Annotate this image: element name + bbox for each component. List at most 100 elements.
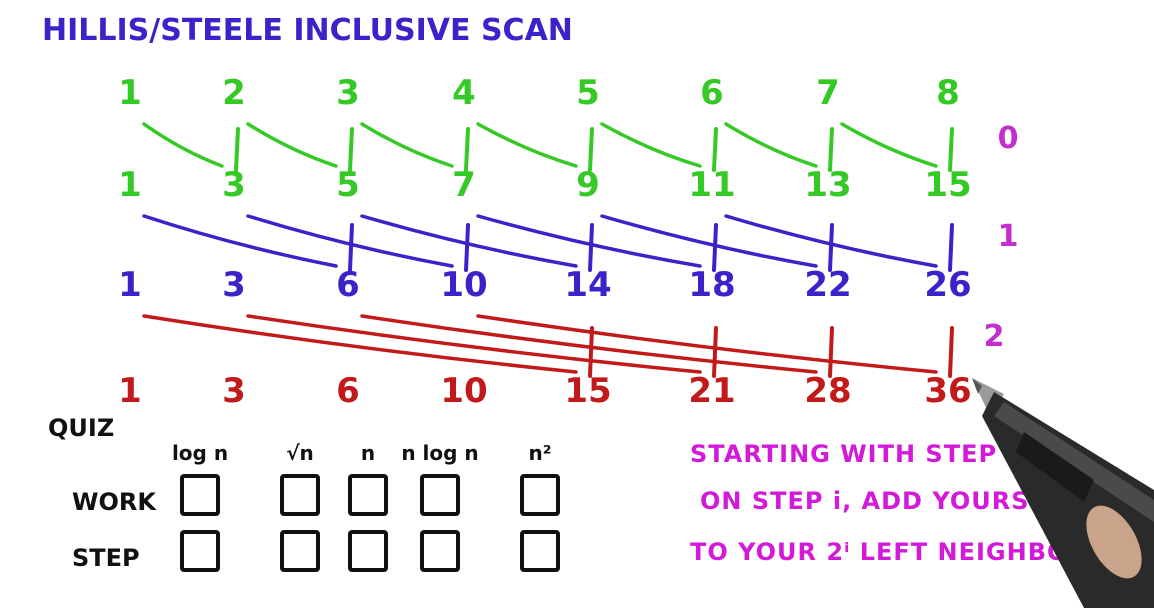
- scan-value-after-step-1-3: 10: [440, 265, 487, 305]
- scan-value-input-6: 7: [816, 73, 840, 113]
- note-line-1: STARTING WITH STEP 0:: [690, 440, 1035, 468]
- add-stroke-step-0-2-to-3: [360, 122, 454, 168]
- receive-tick-step-1-6: [828, 223, 834, 272]
- add-stroke-step-1-3-to-5: [476, 214, 702, 268]
- add-stroke-step-2-2-to-6: [360, 314, 818, 374]
- receive-tick-step-1-2: [348, 223, 354, 272]
- scan-value-after-step-0-5: 11: [688, 165, 735, 205]
- step-label-0: 0: [998, 121, 1019, 156]
- quiz-row-labels: WORK STEP: [72, 488, 157, 572]
- add-stroke-step-1-4-to-6: [600, 214, 818, 268]
- quiz-answer-boxes: [180, 474, 560, 572]
- receive-tick-step-0-5: [712, 127, 718, 172]
- receive-tick-step-1-3: [464, 223, 470, 272]
- receive-tick-step-1-7: [948, 223, 954, 272]
- diagram-title: HILLIS/STEELE INCLUSIVE SCAN: [42, 13, 573, 48]
- receive-tick-step-2-7: [948, 326, 954, 378]
- scan-value-after-step-0-2: 5: [336, 165, 360, 205]
- receive-tick-step-1-4: [588, 223, 594, 272]
- scan-value-after-step-2-2: 6: [336, 371, 360, 411]
- quiz-answer-box-step-3[interactable]: [420, 530, 460, 572]
- add-stroke-step-0-1-to-2: [246, 122, 338, 168]
- add-stroke-step-1-1-to-3: [246, 214, 454, 268]
- add-stroke-step-2-3-to-7: [476, 314, 938, 374]
- quiz-answer-box-work-3[interactable]: [420, 474, 460, 516]
- scan-connections: [142, 122, 954, 378]
- scan-value-after-step-1-2: 6: [336, 265, 360, 305]
- add-stroke-step-1-5-to-7: [724, 214, 938, 268]
- receive-tick-step-2-6: [828, 326, 834, 378]
- note-line-3: TO YOUR 2ⁱ LEFT NEIGHBOR: [690, 538, 1088, 566]
- stylus-pen-icon: [964, 372, 1154, 608]
- add-stroke-step-0-4-to-5: [600, 122, 702, 168]
- quiz-column-headers: log n √n n n log n n²: [172, 441, 552, 465]
- quiz-column-3: n log n: [401, 441, 478, 465]
- quiz-column-4: n²: [529, 441, 552, 465]
- add-stroke-step-1-0-to-2: [142, 214, 338, 268]
- quiz-column-2: n: [361, 441, 375, 465]
- quiz-row-step: STEP: [72, 544, 140, 572]
- add-stroke-step-1-2-to-4: [360, 214, 578, 268]
- scan-value-after-step-2-3: 10: [440, 371, 487, 411]
- add-stroke-step-0-5-to-6: [724, 122, 818, 168]
- add-stroke-step-0-3-to-4: [476, 122, 578, 168]
- scan-value-input-2: 3: [336, 73, 360, 113]
- add-stroke-step-2-1-to-5: [246, 314, 702, 374]
- scan-value-after-step-1-0: 1: [118, 265, 142, 305]
- add-stroke-step-0-6-to-7: [840, 122, 938, 168]
- add-stroke-step-2-0-to-4: [142, 314, 578, 374]
- quiz-answer-box-step-4[interactable]: [520, 530, 560, 572]
- scan-value-input-1: 2: [222, 73, 246, 113]
- scan-value-after-step-0-7: 15: [924, 165, 971, 205]
- receive-tick-step-0-7: [948, 127, 954, 172]
- quiz-row-work: WORK: [72, 488, 157, 516]
- scan-value-after-step-0-0: 1: [118, 165, 142, 205]
- scan-value-after-step-1-5: 18: [688, 265, 735, 305]
- receive-tick-step-2-5: [712, 326, 718, 378]
- receive-tick-step-0-6: [828, 127, 834, 172]
- receive-tick-step-0-1: [234, 127, 240, 172]
- step-labels: 0 1 2: [984, 121, 1019, 354]
- quiz-column-0: log n: [172, 441, 228, 465]
- quiz-answer-box-work-0[interactable]: [180, 474, 220, 516]
- scan-value-after-step-1-7: 26: [924, 265, 971, 305]
- quiz-label: QUIZ: [48, 414, 114, 442]
- scan-value-after-step-1-4: 14: [564, 265, 611, 305]
- quiz-column-1: √n: [286, 441, 314, 465]
- step-label-2: 2: [984, 319, 1005, 354]
- scan-value-after-step-0-3: 7: [452, 165, 476, 205]
- quiz-answer-box-step-2[interactable]: [348, 530, 388, 572]
- quiz-section: QUIZ log n √n n n log n n² WORK STEP: [48, 414, 560, 572]
- scan-value-after-step-2-4: 15: [564, 371, 611, 411]
- scan-value-after-step-1-6: 22: [804, 265, 851, 305]
- scan-value-input-3: 4: [452, 73, 476, 113]
- scan-value-after-step-2-0: 1: [118, 371, 142, 411]
- scan-value-after-step-2-1: 3: [222, 371, 246, 411]
- receive-tick-step-1-5: [712, 223, 718, 272]
- quiz-answer-box-work-4[interactable]: [520, 474, 560, 516]
- scan-value-input-5: 6: [700, 73, 724, 113]
- scan-value-after-step-2-6: 28: [804, 371, 851, 411]
- note-line-2: ON STEP i, ADD YOURSELF: [700, 487, 1081, 515]
- quiz-answer-box-work-2[interactable]: [348, 474, 388, 516]
- quiz-answer-box-step-1[interactable]: [280, 530, 320, 572]
- receive-tick-step-0-4: [588, 127, 594, 172]
- receive-tick-step-2-4: [588, 326, 594, 378]
- scan-value-after-step-0-1: 3: [222, 165, 246, 205]
- scan-value-input-4: 5: [576, 73, 600, 113]
- instruction-note: STARTING WITH STEP 0: ON STEP i, ADD YOU…: [690, 440, 1088, 566]
- receive-tick-step-0-2: [348, 127, 354, 172]
- receive-tick-step-0-3: [464, 127, 470, 172]
- quiz-answer-box-work-1[interactable]: [280, 474, 320, 516]
- scan-value-after-step-2-7: 36: [924, 371, 971, 411]
- scan-value-after-step-2-5: 21: [688, 371, 735, 411]
- add-stroke-step-0-0-to-1: [142, 122, 224, 168]
- step-label-1: 1: [998, 219, 1019, 254]
- scan-value-input-7: 8: [936, 73, 960, 113]
- scan-value-after-step-0-6: 13: [804, 165, 851, 205]
- scan-value-after-step-1-1: 3: [222, 265, 246, 305]
- quiz-answer-box-step-0[interactable]: [180, 530, 220, 572]
- scan-value-after-step-0-4: 9: [576, 165, 600, 205]
